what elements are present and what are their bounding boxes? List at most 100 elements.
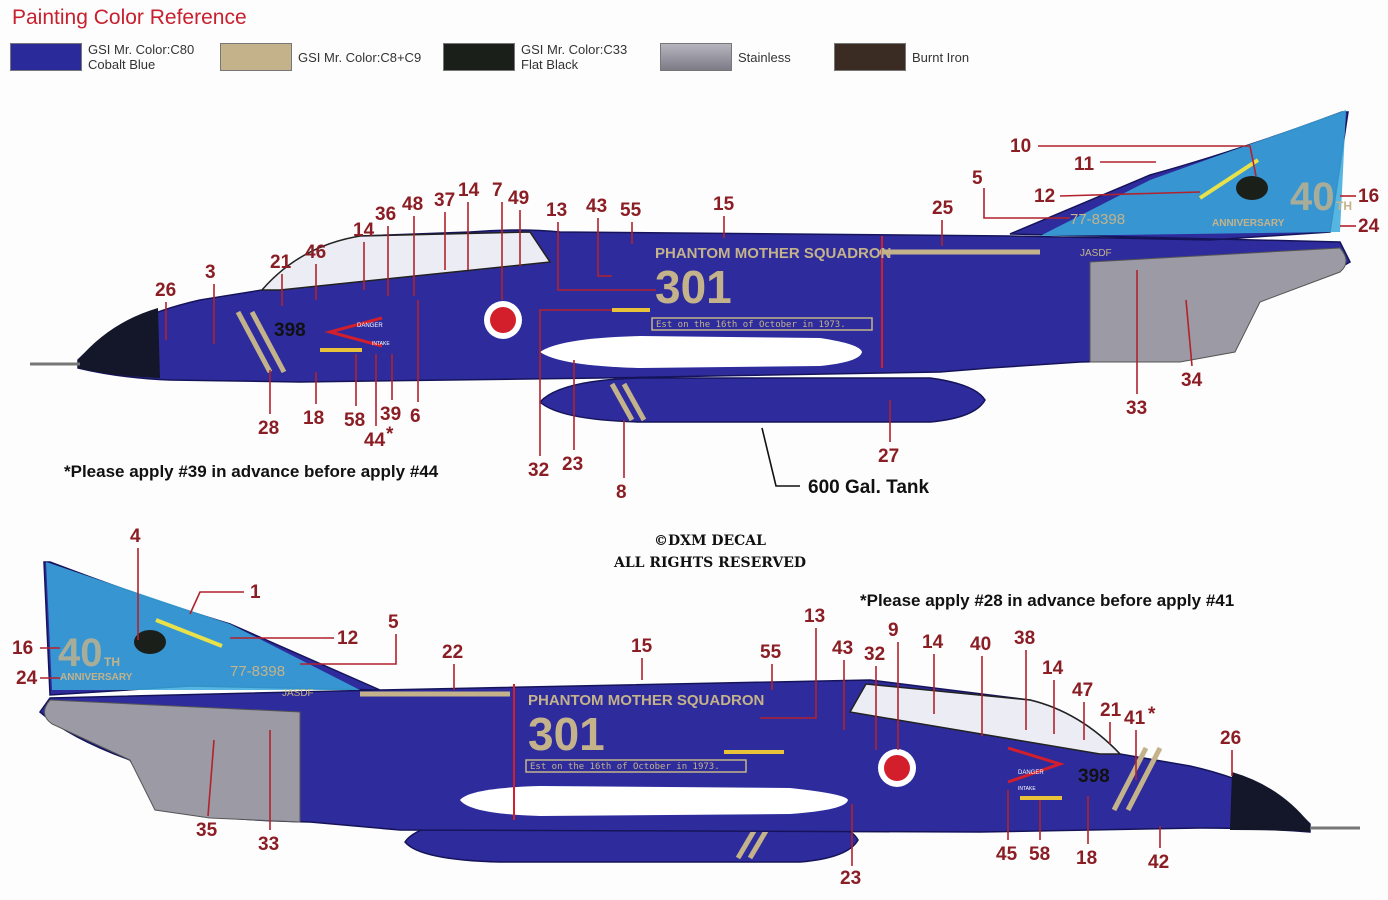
legend-label: Burnt Iron [912,50,969,65]
canopy-top [260,231,552,291]
callout-label: 3 [205,262,216,283]
intake-bottom: INTAKE [1018,786,1036,792]
nose-stripe [1125,746,1163,812]
legend-label: Stainless [738,50,791,65]
callout-label: 49 [508,188,529,209]
legend-label: GSI Mr. Color:C8+C9 [298,50,421,65]
callout-label: 14 [458,180,480,201]
asterisk-mark: * [1148,704,1156,725]
callout-label: 26 [1220,728,1241,749]
intake-white-bottom [460,786,848,816]
intake-top: INTAKE [372,341,390,347]
callout-label: 35 [196,820,218,841]
callout-label: 36 [375,204,396,225]
tail-number-top: 40 [1290,175,1335,219]
swatch-burnt-iron [834,43,906,71]
nose-number-bottom: 398 [1078,766,1110,787]
swatch-tan [220,43,292,71]
callout-label: 11 [1074,154,1095,175]
callout-label: 46 [305,242,326,263]
aircraft-bottom: PHANTOM MOTHER SQUADRON 301 Est on the 1… [38,561,1360,863]
copyright-line: ALL RIGHTS RESERVED [613,555,807,571]
tail-bottom [46,562,360,690]
est-box [525,759,747,773]
callout-label: 15 [713,194,735,215]
callout-label: 43 [832,638,853,659]
swatch-cobalt-blue [10,43,82,71]
legend-line: Cobalt Blue [88,57,156,72]
callout-label: 42 [1148,852,1169,873]
legend-line: Stainless [738,49,791,65]
nose-cone-bottom [1230,772,1310,832]
tail-stripe [155,618,223,648]
note-bottom: *Please apply #28 in advance before appl… [860,591,1235,610]
callout-label: 26 [155,280,176,301]
callout-label: 45 [996,844,1018,865]
page-title: Painting Color Reference [12,6,247,29]
callout-label: 14 [353,220,375,241]
swatch-flat-black [443,43,515,71]
callout-label: 15 [631,636,653,657]
callout-label: 5 [388,612,399,633]
intake-white-top [540,336,862,368]
callout-label: 21 [270,252,292,273]
callout-label: 14 [1042,658,1064,679]
callout-label: 12 [337,628,358,649]
legend-label: GSI Mr. Color:C33 Flat Black [521,42,627,72]
anniversary-bottom: ANNIVERSARY [60,672,133,683]
tail-suffix-top: TH [1336,199,1352,213]
callout-label: 39 [380,404,401,425]
danger-top: DANGER [357,323,383,329]
callout-label: 13 [804,606,825,627]
canopy-bottom [848,683,1122,755]
legend-burnt-iron: Burnt Iron [834,42,969,72]
danger-chevron [324,316,383,348]
legend-tan: GSI Mr. Color:C8+C9 [220,42,421,72]
callout-label: 55 [760,642,782,663]
callout-label: 4 [130,526,141,547]
legend-cobalt-blue: GSI Mr. Color:C80 Cobalt Blue [10,42,194,72]
callout-label: 40 [970,634,991,655]
callout-label: 23 [840,868,861,889]
frog-emblem-top [1236,176,1268,200]
callout-label: 12 [1034,186,1055,207]
callout-label: 18 [1076,848,1097,869]
legend-label: GSI Mr. Color:C80 Cobalt Blue [88,42,194,72]
danger-bottom: DANGER [1018,770,1044,776]
danger-chevron [1007,746,1065,784]
callout-label: 38 [1014,628,1035,649]
copyright: ©DXM DECAL ALL RIGHTS RESERVED [610,530,810,574]
tail-suffix-bottom: TH [104,655,120,669]
unit-number-top: 301 [655,261,732,313]
callouts-top: 10 11 12 16 24 5 25 15 55 43 13 49 7 14 … [155,136,1380,503]
callout-label: 27 [878,446,899,467]
callout-label: 47 [1072,680,1093,701]
legend-line: Burnt Iron [912,49,970,65]
frog-emblem-bottom [134,630,166,654]
est-box [651,317,873,331]
callout-label: 18 [303,408,324,429]
callout-label: 24 [16,668,38,689]
legend-stainless: Stainless [660,42,791,72]
note-top: *Please apply #39 in advance before appl… [64,462,439,481]
leader-lines [40,145,1356,866]
callout-label: 14 [922,632,944,653]
callout-label: 6 [410,406,421,427]
squadron-text-top: PHANTOM MOTHER SQUADRON [655,245,891,262]
established-text-top: Est on the 16th of October in 1973. [656,320,846,330]
callout-label: 1 [250,582,261,603]
callout-label: 37 [434,190,455,211]
callout-label: 41 [1124,708,1146,729]
nose-number-top: 398 [274,320,306,341]
squadron-text-bottom: PHANTOM MOTHER SQUADRON [528,692,764,709]
callouts-bottom: 4 1 16 12 5 24 22 15 55 13 43 32 9 14 40… [12,526,1241,889]
tail-stripe [1198,158,1260,200]
callout-label: 55 [620,200,642,221]
jasdf-bottom: JASDF [282,688,314,699]
callout-label: 32 [864,644,885,665]
nose-stripe [249,310,287,374]
aircraft-top: PHANTOM MOTHER SQUADRON 301 Est on the 1… [30,110,1352,423]
anniversary-top: ANNIVERSARY [1212,218,1285,229]
tank-stripe [609,382,635,422]
